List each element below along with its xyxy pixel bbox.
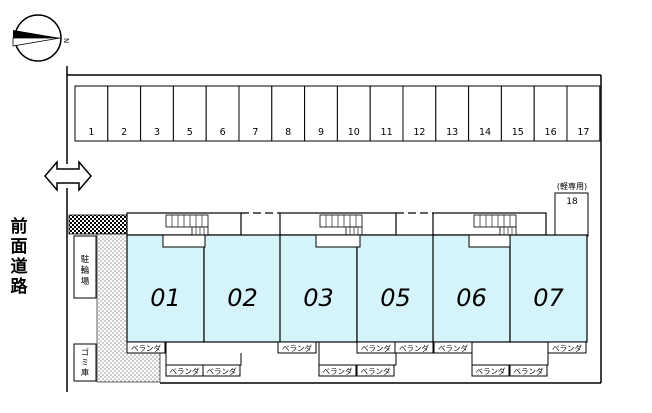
trash-storage-char: ミ	[81, 358, 89, 367]
parking-space-number: 5	[187, 127, 193, 138]
kei-parking: (軽専用) 18	[554, 181, 589, 237]
parking-space-number: 8	[285, 127, 291, 138]
trash-storage-char: 庫	[81, 367, 89, 377]
unit-room	[356, 234, 435, 343]
unit-number: 05	[380, 284, 411, 312]
parking-space	[468, 85, 502, 142]
trash-storage-label: ゴミ庫	[81, 347, 89, 377]
entry-recess	[468, 234, 511, 248]
stair-icon	[473, 214, 517, 236]
parking-space	[566, 85, 601, 142]
parking-space-number: 3	[154, 127, 160, 138]
units: 01 02 03 05 06 07	[126, 234, 588, 343]
parking-space-number: 10	[348, 127, 360, 138]
parking-space-number: 16	[545, 127, 557, 138]
parking-space	[304, 85, 338, 142]
stair-icon	[319, 214, 363, 236]
bicycle-parking-box	[73, 235, 97, 299]
bicycle-parking-char: 駐	[81, 254, 90, 265]
road-label-char: 前	[11, 216, 28, 237]
parking-space-number: 12	[413, 127, 425, 138]
unit-room	[279, 234, 358, 343]
veranda-label: ベランダ	[131, 343, 161, 353]
parking-space	[500, 85, 535, 142]
unit-number: 01	[150, 284, 181, 312]
entrance-hatch	[68, 214, 128, 235]
bicycle-parking-label: 駐輪場	[81, 254, 90, 287]
veranda	[277, 341, 317, 354]
parking-space-number: 15	[512, 127, 524, 138]
veranda-outline	[471, 342, 549, 366]
veranda-label: ベランダ	[514, 366, 544, 376]
property-boundary	[66, 66, 602, 392]
veranda-label: ベランダ	[361, 366, 391, 376]
veranda-label: ベランダ	[438, 343, 468, 353]
parking-space-number: 14	[479, 127, 491, 138]
entry-recess	[162, 234, 206, 248]
veranda-label: ベランダ	[361, 343, 391, 353]
compass: N	[12, 14, 70, 62]
parking-space-number: 13	[446, 127, 458, 138]
veranda-outline	[165, 342, 242, 366]
parking-space	[369, 85, 404, 142]
trash-storage-char: ゴ	[81, 347, 89, 357]
parking-space-number: 11	[381, 127, 393, 138]
road-label-char: 路	[11, 276, 29, 297]
veranda-label: ベランダ	[282, 343, 312, 353]
unit-number: 03	[303, 284, 334, 312]
kei-parking-space	[554, 192, 589, 237]
kei-parking-label: (軽専用)	[557, 181, 587, 191]
unit-room	[509, 234, 588, 343]
veranda	[547, 341, 587, 354]
parking-space-number: 7	[252, 127, 258, 138]
bicycle-parking: 駐輪場	[73, 235, 97, 299]
unit-room	[203, 234, 282, 343]
parking-space	[140, 85, 174, 142]
bicycle-parking-char: 場	[81, 276, 90, 287]
verandas: ベランダベランダベランダベランダベランダベランダベランダベランダベランダベランダ…	[126, 341, 587, 377]
kei-parking-number: 18	[566, 197, 578, 207]
parking-space-number: 2	[121, 127, 127, 138]
parking-space-number: 6	[220, 127, 226, 138]
entry-recess	[315, 234, 361, 248]
parking-space	[205, 85, 240, 142]
veranda-label: ベランダ	[170, 366, 200, 376]
compass-needle-icon	[13, 30, 60, 38]
parking-space	[271, 85, 306, 142]
compass-needle-tail	[12, 37, 61, 47]
veranda-outline	[318, 342, 397, 366]
bicycle-parking-char: 輪	[81, 265, 90, 276]
unit-number: 02	[227, 284, 258, 312]
veranda	[126, 341, 166, 354]
veranda-label: ベランダ	[476, 366, 506, 376]
stair-icon	[165, 214, 209, 236]
parking-space	[107, 85, 142, 142]
parking-space	[533, 85, 568, 142]
veranda-label: ベランダ	[552, 343, 582, 353]
compass-north-letter: N	[62, 38, 70, 43]
trash-storage-box	[73, 343, 97, 382]
road-access-arrow-icon	[44, 159, 92, 193]
parking-space-number: 1	[88, 127, 94, 138]
veranda-label: ベランダ	[399, 343, 429, 353]
veranda-label: ベランダ	[207, 366, 237, 376]
parking-space	[238, 85, 273, 142]
parking-space	[402, 85, 437, 142]
unit-number: 07	[533, 284, 564, 312]
trash-storage: ゴミ庫	[73, 343, 97, 382]
parking-space-number: 17	[577, 127, 589, 138]
veranda-label: ベランダ	[323, 366, 353, 376]
veranda	[394, 341, 434, 354]
parking-space	[336, 85, 371, 142]
road-label-char: 道	[11, 256, 28, 277]
road-label-char: 面	[11, 237, 28, 257]
unit-number: 06	[456, 284, 487, 312]
parking-space-number: 9	[318, 127, 324, 138]
parking-space	[74, 85, 109, 142]
